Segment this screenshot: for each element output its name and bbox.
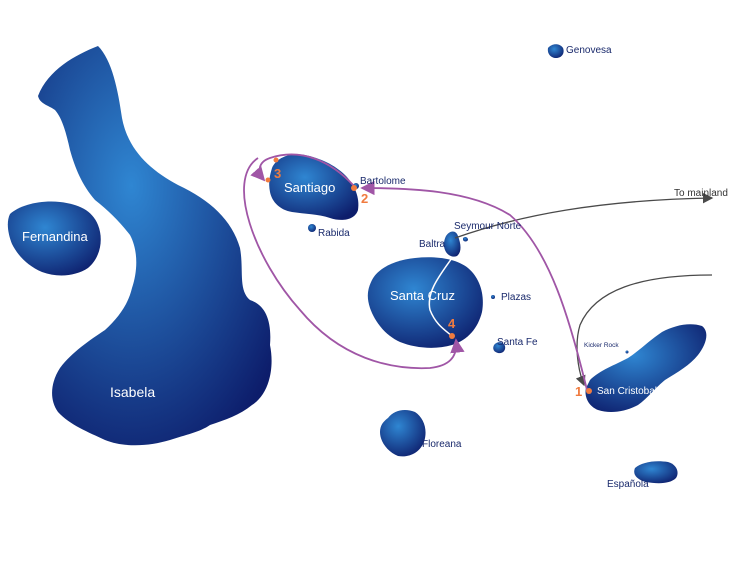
- stop-1-number: 1: [575, 384, 582, 399]
- label-kicker-rock: Kicker Rock: [584, 342, 619, 349]
- from-mainland-arrow: [575, 274, 713, 387]
- label-to-mainland: To mainland: [674, 188, 728, 199]
- plazas-island: [491, 295, 495, 299]
- label-genovesa: Genovesa: [566, 45, 612, 56]
- label-bartolome: Bartolome: [360, 176, 406, 187]
- seymour-norte-island: [463, 236, 468, 242]
- santa-fe-island: [493, 342, 506, 354]
- stop-4-dot: [449, 333, 455, 339]
- label-san-cristobal: San Cristobal: [597, 386, 657, 397]
- to-mainland-arrow: [454, 192, 714, 239]
- label-espanola: Española: [607, 479, 649, 490]
- stop-1-dot: [586, 388, 592, 394]
- label-rabida: Rabida: [318, 228, 350, 239]
- stop-3-number: 3: [274, 166, 281, 181]
- route-1-to-2: [360, 180, 588, 391]
- fernandina-island: [7, 201, 101, 276]
- label-floreana: Floreana: [422, 439, 462, 450]
- genovesa-island: [547, 44, 564, 58]
- stop-3-dot-b: [265, 177, 271, 183]
- route-3-to-4: [243, 157, 465, 370]
- label-santiago: Santiago: [284, 180, 335, 195]
- label-seymour-norte: Seymour Norte: [454, 221, 522, 232]
- label-isabela: Isabela: [110, 384, 155, 400]
- stop-2-dot: [351, 185, 357, 191]
- label-santa-cruz: Santa Cruz: [390, 288, 455, 303]
- stop-4-number: 4: [448, 316, 456, 331]
- baltra-island: [443, 231, 461, 257]
- isabela-island: [38, 46, 272, 446]
- label-fernandina: Fernandina: [22, 229, 89, 244]
- label-baltra: Baltra: [419, 239, 446, 250]
- santa-cruz-crossing-route: [428, 257, 453, 337]
- kicker-rock-island: [625, 350, 629, 354]
- floreana-island: [380, 410, 426, 457]
- stop-3-dot-a: [273, 157, 279, 163]
- santa-cruz-island: [367, 257, 483, 348]
- label-plazas: Plazas: [501, 292, 531, 303]
- rabida-island: [308, 224, 316, 232]
- stop-2-number: 2: [361, 191, 368, 206]
- espanola-island: [634, 461, 678, 484]
- san-cristobal-island: [585, 324, 707, 413]
- route-2-to-3: [250, 153, 355, 187]
- label-santa-fe: Santa Fe: [497, 337, 538, 348]
